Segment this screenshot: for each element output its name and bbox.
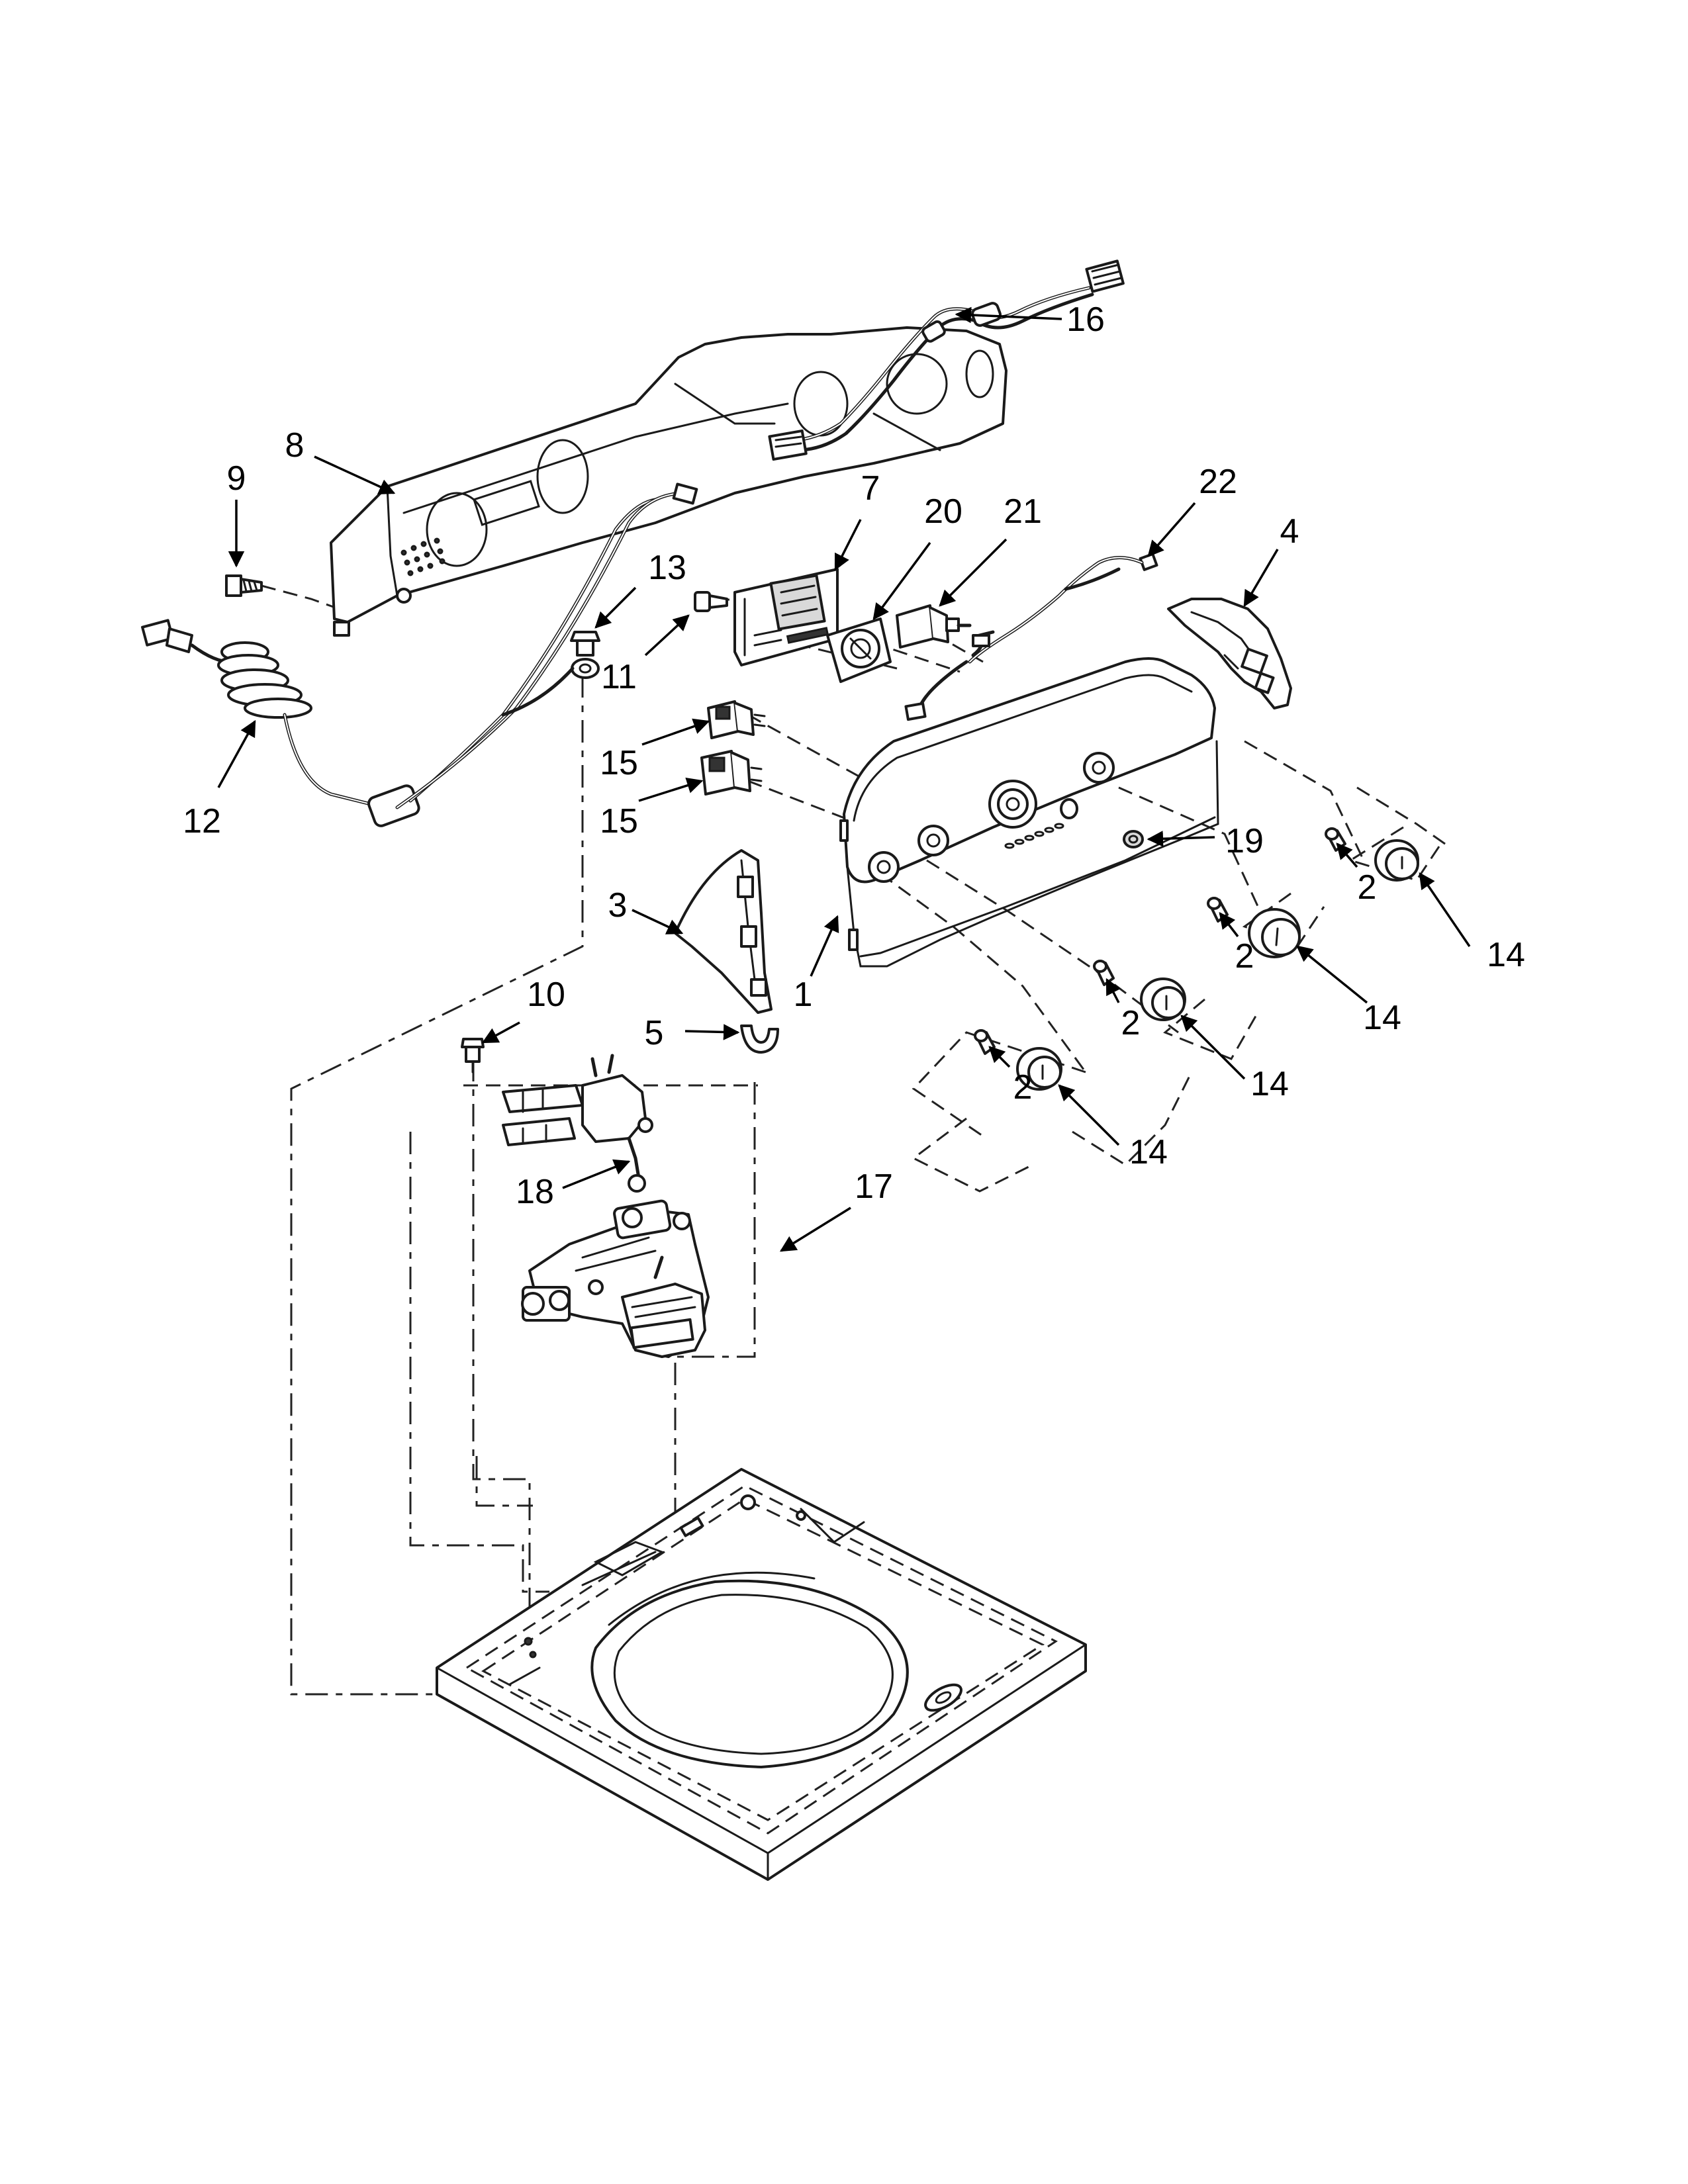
callout-4: 4 — [1280, 512, 1299, 551]
vent-holes — [400, 537, 445, 576]
callout-3: 3 — [608, 886, 628, 925]
leader-15b — [638, 777, 704, 802]
callout-20: 20 — [924, 492, 962, 531]
callout-6: 7 — [861, 469, 880, 508]
leader-3 — [632, 909, 684, 934]
callout-21: 21 — [1004, 492, 1042, 531]
knob-14-middle — [1140, 978, 1186, 1021]
callout-17: 17 — [855, 1167, 893, 1206]
water-valve-17 — [521, 1199, 710, 1358]
leader-17 — [779, 1206, 851, 1252]
callout-16: 16 — [1066, 300, 1105, 339]
encoder-20 — [826, 617, 892, 683]
button-19 — [1123, 830, 1144, 848]
leader-19 — [1147, 831, 1215, 847]
callout-labels: 8 9 12 13 11 16 7 20 21 22 4 15 15 3 5 1… — [183, 300, 1525, 1211]
knob-13 — [1248, 908, 1301, 958]
leader-20 — [872, 541, 931, 620]
leader-2b — [1219, 912, 1239, 938]
callout-19: 19 — [1225, 822, 1264, 860]
control-board-6 — [733, 568, 839, 666]
leader-7 — [314, 455, 396, 494]
leader-2c — [1105, 978, 1121, 1003]
screw-10 — [694, 591, 728, 612]
end-cap-left-3 — [674, 849, 773, 1014]
leader-4 — [1243, 549, 1279, 608]
switch-15-upper — [707, 700, 766, 739]
leader-6 — [834, 519, 862, 571]
leader-15a — [641, 718, 710, 746]
knob-14-bottom — [1016, 1047, 1062, 1091]
leader-21 — [939, 538, 1008, 607]
callout-2-lower-mid: 2 — [1121, 1004, 1141, 1042]
callout-15-upper: 15 — [600, 744, 638, 782]
callout-1: 1 — [794, 976, 813, 1014]
leader-2d — [988, 1046, 1011, 1068]
leader-1 — [810, 915, 839, 977]
leader-22 — [1147, 502, 1196, 557]
callout-5: 5 — [645, 1014, 664, 1052]
clip-5 — [740, 1024, 779, 1054]
callout-9: 10 — [527, 976, 565, 1014]
callout-14-middle: 14 — [1250, 1065, 1289, 1103]
leader-11 — [217, 719, 256, 788]
callout-14-bottom: 14 — [1129, 1133, 1168, 1171]
callout-12: 13 — [648, 549, 686, 587]
switch-15-lower — [700, 750, 763, 796]
rear-console-panel — [330, 326, 1008, 637]
leader-14c — [1058, 1084, 1120, 1146]
screw-8 — [225, 574, 263, 597]
leader-9 — [481, 1021, 520, 1044]
callout-7: 8 — [285, 426, 305, 465]
wire-harness-16 — [768, 259, 1125, 461]
leader-14b — [1180, 1015, 1246, 1080]
callout-2-upper-mid: 2 — [1235, 937, 1254, 976]
knob-adapter-2-top — [1325, 827, 1346, 852]
washer-top-cover — [436, 1468, 1087, 1881]
console-1 — [839, 657, 1219, 968]
screw-9 — [461, 1038, 485, 1073]
callout-18: 18 — [516, 1173, 554, 1211]
callout-2-bottom: 2 — [1013, 1068, 1033, 1107]
harness-18 — [502, 1054, 653, 1193]
indicator-lights — [1004, 823, 1064, 849]
leader-5 — [684, 1024, 740, 1040]
callout-leaders — [217, 306, 1471, 1252]
leader-13 — [1296, 945, 1368, 1004]
leader-16 — [955, 306, 1062, 324]
callout-22: 22 — [1199, 463, 1237, 501]
leader-10 — [644, 614, 690, 657]
power-cord — [141, 482, 698, 827]
leader-14a — [1419, 872, 1471, 947]
end-cap-right-4 — [1167, 598, 1292, 709]
callout-2-top: 2 — [1358, 868, 1377, 907]
leader-2a — [1336, 842, 1358, 868]
leader-18 — [562, 1159, 631, 1189]
callout-14-top: 14 — [1487, 936, 1525, 974]
callout-8: 9 — [227, 459, 246, 498]
callout-11: 12 — [183, 802, 221, 841]
wire-harness-22 — [904, 553, 1158, 721]
knob-14-top — [1374, 839, 1419, 882]
leader-12 — [594, 586, 637, 629]
callout-13: 14 — [1363, 999, 1401, 1037]
callout-10: 11 — [601, 658, 637, 696]
ground-screw-12 — [501, 631, 600, 717]
switch-21 — [896, 604, 972, 649]
callout-15-lower: 15 — [600, 802, 638, 841]
